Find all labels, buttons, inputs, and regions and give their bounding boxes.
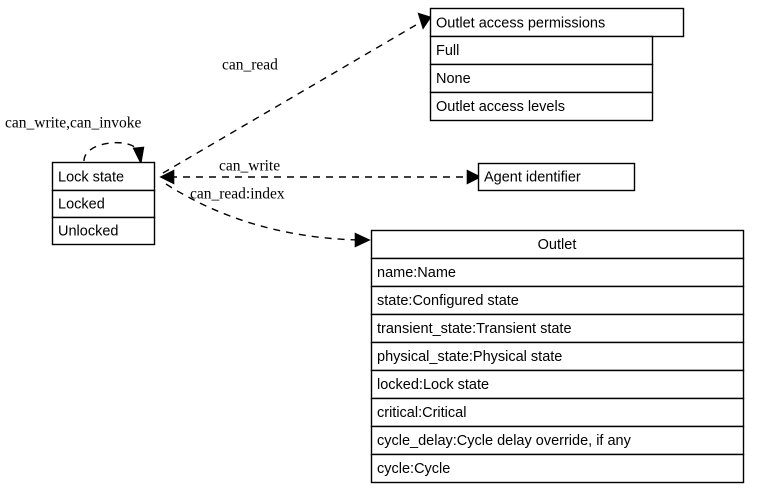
outlet-access-permissions-row-2-text: Outlet access levels (436, 99, 565, 115)
outlet-access-permissions-title-text: Outlet access permissions (436, 15, 605, 31)
outlet-access-permissions-title-cell (429, 7, 685, 38)
lock-state-row-1 (51, 216, 156, 246)
outlet-row-0-text: name:Name (377, 265, 456, 281)
edge-can-read-index-arrowhead (354, 232, 371, 248)
outlet-row-6-text: cycle_delay:Cycle delay override, if any (377, 433, 632, 449)
edge-can-read-arrowhead (417, 12, 432, 30)
edge-can-read-index-line (165, 183, 362, 241)
outlet-access-permissions-row-2 (429, 91, 654, 122)
outlet-row-1 (370, 285, 745, 316)
lock-state-title-text: Lock state (58, 169, 124, 185)
edge-label-can-write: can_write (219, 158, 280, 175)
edge-can-write-arrowhead-right (466, 169, 482, 185)
agent-identifier-cell (477, 162, 636, 192)
edge-self-loop-line (83, 141, 139, 162)
lock-state-row-0-text: Locked (58, 196, 105, 212)
lock-state-row-1-text: Unlocked (58, 223, 118, 239)
edge-can-write-arrowhead-left (159, 169, 175, 185)
edge-lock-state-self-loop[interactable] (83, 141, 145, 165)
outlet-row-5 (370, 397, 745, 428)
outlet-row-0 (370, 257, 745, 288)
outlet-row-2 (370, 313, 745, 344)
outlet-access-permissions-row-0 (429, 35, 654, 66)
edge-can-read-line (162, 21, 422, 174)
edge-self-loop-arrowhead (132, 146, 145, 165)
edge-lock-state-to-permissions[interactable] (162, 12, 432, 174)
outlet-row-2-text: transient_state:Transient state (377, 321, 572, 337)
outlet-row-4-text: locked:Lock state (377, 377, 489, 393)
outlet-node[interactable]: Outlet name:Name state:Configured state … (370, 229, 745, 484)
lock-state-title-cell (51, 161, 156, 192)
edge-lock-state-to-outlet[interactable] (165, 183, 371, 248)
edge-label-can-read: can_read (222, 57, 278, 74)
outlet-row-4 (370, 369, 745, 400)
outlet-access-permissions-row-1-text: None (436, 71, 471, 87)
agent-identifier-text: Agent identifier (484, 169, 581, 185)
outlet-row-3 (370, 341, 745, 372)
outlet-title-cell (370, 229, 745, 260)
edge-label-can-write-can-invoke: can_write,can_invoke (5, 115, 142, 132)
edge-agent-identifier-to-lock-state[interactable] (159, 169, 482, 185)
outlet-access-permissions-node[interactable]: Outlet access permissions Full None Outl… (429, 7, 685, 122)
outlet-access-permissions-row-0-text: Full (436, 43, 459, 59)
agent-identifier-node[interactable]: Agent identifier (477, 162, 636, 192)
outlet-row-5-text: critical:Critical (377, 405, 466, 421)
edge-label-can-read-index: can_read:index (190, 186, 285, 203)
outlet-row-3-text: physical_state:Physical state (377, 349, 562, 365)
outlet-row-1-text: state:Configured state (377, 293, 519, 309)
outlet-row-7 (370, 453, 745, 484)
outlet-access-permissions-row-1 (429, 63, 654, 94)
lock-state-node[interactable]: Lock state Locked Unlocked (51, 161, 156, 246)
outlet-title-text: Outlet (538, 237, 577, 253)
outlet-row-7-text: cycle:Cycle (377, 461, 450, 477)
